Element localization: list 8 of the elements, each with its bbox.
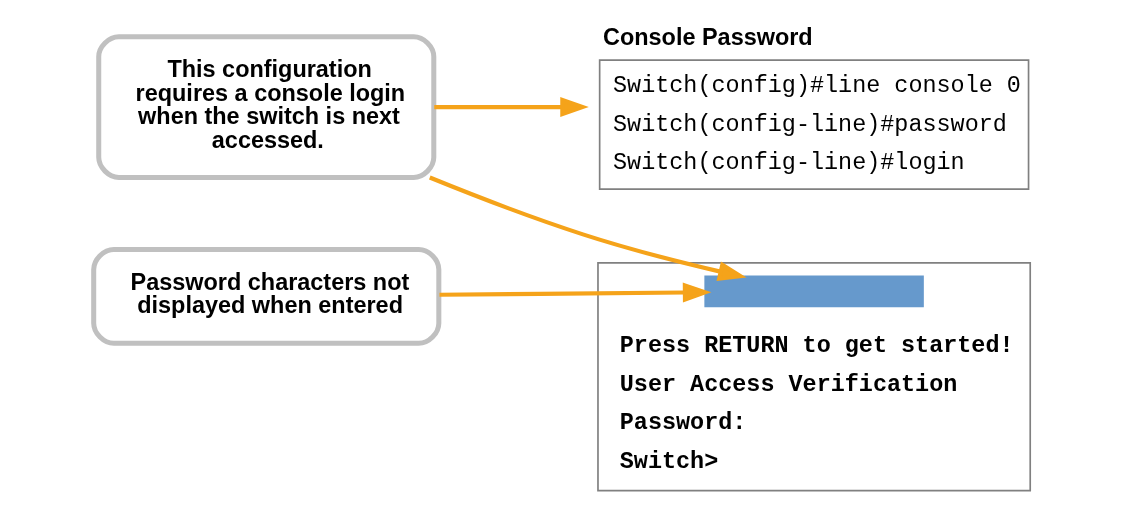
- node-box: Switch(config)#line console 0 Switch(config-line)#password Switch(config-line)#login: [598, 59, 1030, 190]
- arrow: [429, 175, 747, 281]
- arrow: [439, 282, 712, 303]
- node-bar: [704, 275, 924, 308]
- node-box: This configuration requires a console login when the switch is next accessed.: [96, 34, 437, 180]
- arrow: [434, 97, 589, 118]
- node-box: Password characters not displayed when entered: [91, 246, 442, 346]
- node-label: Console Password: [603, 24, 813, 51]
